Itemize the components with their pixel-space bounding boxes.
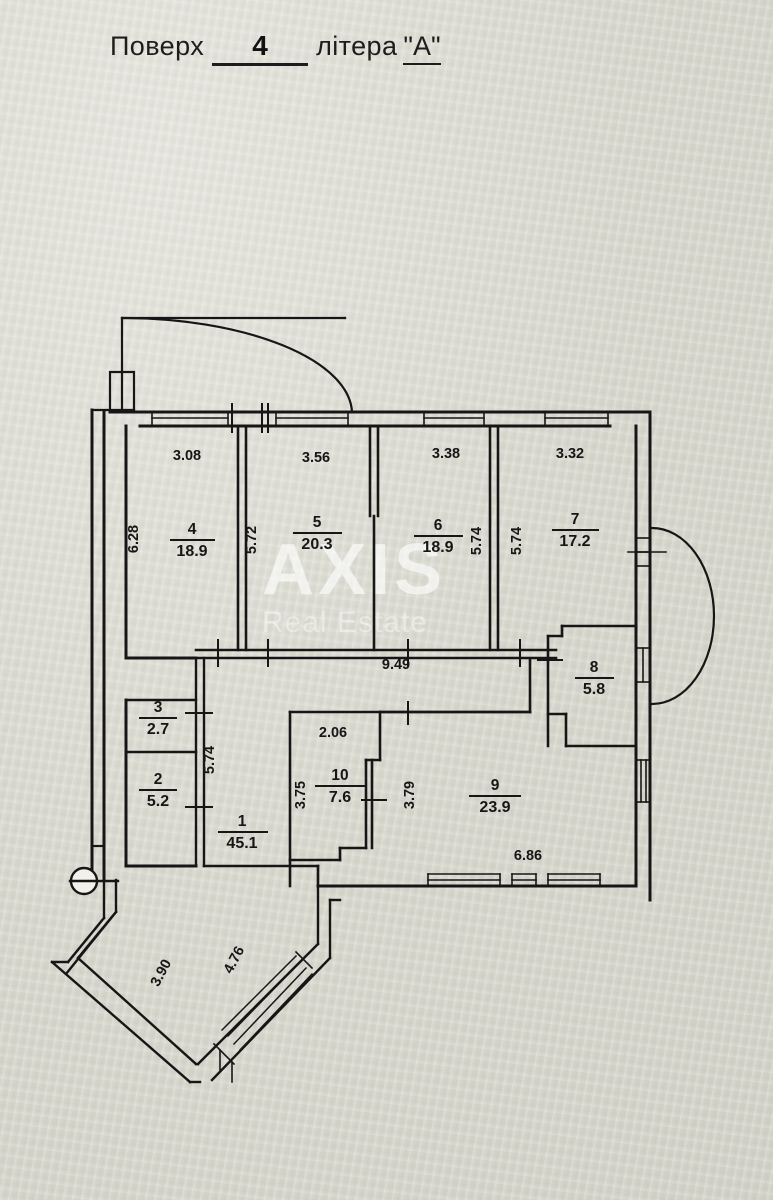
floor-label: Поверх [110, 31, 205, 61]
riser-circle-marker [68, 866, 120, 896]
dim-6-28: 6.28 [126, 525, 142, 553]
corridor-ticks [217, 639, 521, 667]
svg-text:5.8: 5.8 [583, 681, 605, 698]
svg-text:2: 2 [154, 771, 163, 788]
room-label-1: 1 45.1 [218, 813, 268, 852]
window-right-1 [627, 537, 667, 567]
angled-balcony [50, 878, 342, 1084]
dim-5-74-b: 5.74 [509, 527, 525, 555]
window-top-2 [275, 411, 349, 427]
window-top-4 [544, 411, 609, 427]
svg-text:7.6: 7.6 [329, 789, 351, 806]
dim-3-79: 3.79 [402, 781, 418, 809]
svg-text:20.3: 20.3 [301, 536, 332, 553]
room-label-9: 9 23.9 [469, 777, 521, 816]
window-bottom-2 [511, 873, 537, 887]
entry-jamb [90, 370, 136, 414]
dim-3-08: 3.08 [173, 448, 201, 464]
entry-door-swing [120, 316, 354, 414]
hallway-lower [202, 858, 320, 888]
right-balcony-door-swing [650, 526, 716, 706]
room-8-9-walls [378, 624, 638, 748]
window-bottom-3 [547, 873, 601, 887]
svg-text:18.9: 18.9 [422, 539, 453, 556]
dim-3-75: 3.75 [293, 781, 309, 809]
dim-4-76: 4.76 [221, 944, 248, 976]
svg-text:18.9: 18.9 [176, 543, 207, 560]
svg-text:8: 8 [590, 659, 599, 676]
svg-text:10: 10 [331, 767, 348, 784]
window-bottom-1 [427, 873, 501, 887]
svg-text:45.1: 45.1 [226, 835, 257, 852]
window-right-2 [635, 647, 651, 683]
window-top-3 [423, 411, 485, 427]
room-label-6: 6 18.9 [414, 517, 463, 556]
dim-3-90: 3.90 [148, 957, 175, 989]
small-rooms-walls [124, 656, 206, 868]
room-label-4: 4 18.9 [170, 521, 215, 560]
room-label-3: 3 2.7 [139, 699, 177, 738]
svg-text:23.9: 23.9 [479, 799, 510, 816]
dim-2-06: 2.06 [319, 725, 347, 741]
dim-3-32: 3.32 [556, 446, 584, 462]
svg-text:9: 9 [491, 777, 500, 794]
floor-value: 4 [212, 30, 309, 66]
svg-text:1: 1 [238, 813, 247, 830]
svg-text:5: 5 [313, 514, 322, 531]
svg-text:6: 6 [434, 517, 443, 534]
dim-5-74-a: 5.74 [469, 527, 485, 555]
interior-walls-upper [194, 424, 558, 660]
room-label-7: 7 17.2 [552, 511, 599, 550]
room-label-5: 5 20.3 [293, 514, 342, 553]
room-label-10: 10 7.6 [315, 767, 365, 806]
letter-label: літера [316, 31, 398, 61]
svg-text:5.2: 5.2 [147, 793, 169, 810]
page-header: Поверх 4 літера "А" [0, 22, 773, 74]
room-label-2: 2 5.2 [139, 771, 177, 810]
window-right-3 [635, 759, 651, 803]
dim-3-38: 3.38 [432, 446, 460, 462]
dim-5-74-c: 5.74 [202, 746, 218, 774]
dim-5-72: 5.72 [244, 526, 260, 554]
small-room-ticks [185, 712, 213, 808]
svg-text:4: 4 [188, 521, 197, 538]
svg-text:2.7: 2.7 [147, 721, 169, 738]
dim-6-86: 6.86 [514, 848, 542, 864]
letter-value: "А" [403, 31, 441, 65]
svg-text:17.2: 17.2 [559, 533, 590, 550]
dim-3-56: 3.56 [302, 450, 330, 466]
dim-9-49: 9.49 [382, 657, 410, 673]
window-top-1 [151, 411, 229, 427]
svg-text:7: 7 [571, 511, 580, 528]
top-wall-ticks [231, 403, 269, 433]
svg-text:3: 3 [154, 699, 163, 716]
room-label-8: 8 5.8 [575, 659, 614, 698]
